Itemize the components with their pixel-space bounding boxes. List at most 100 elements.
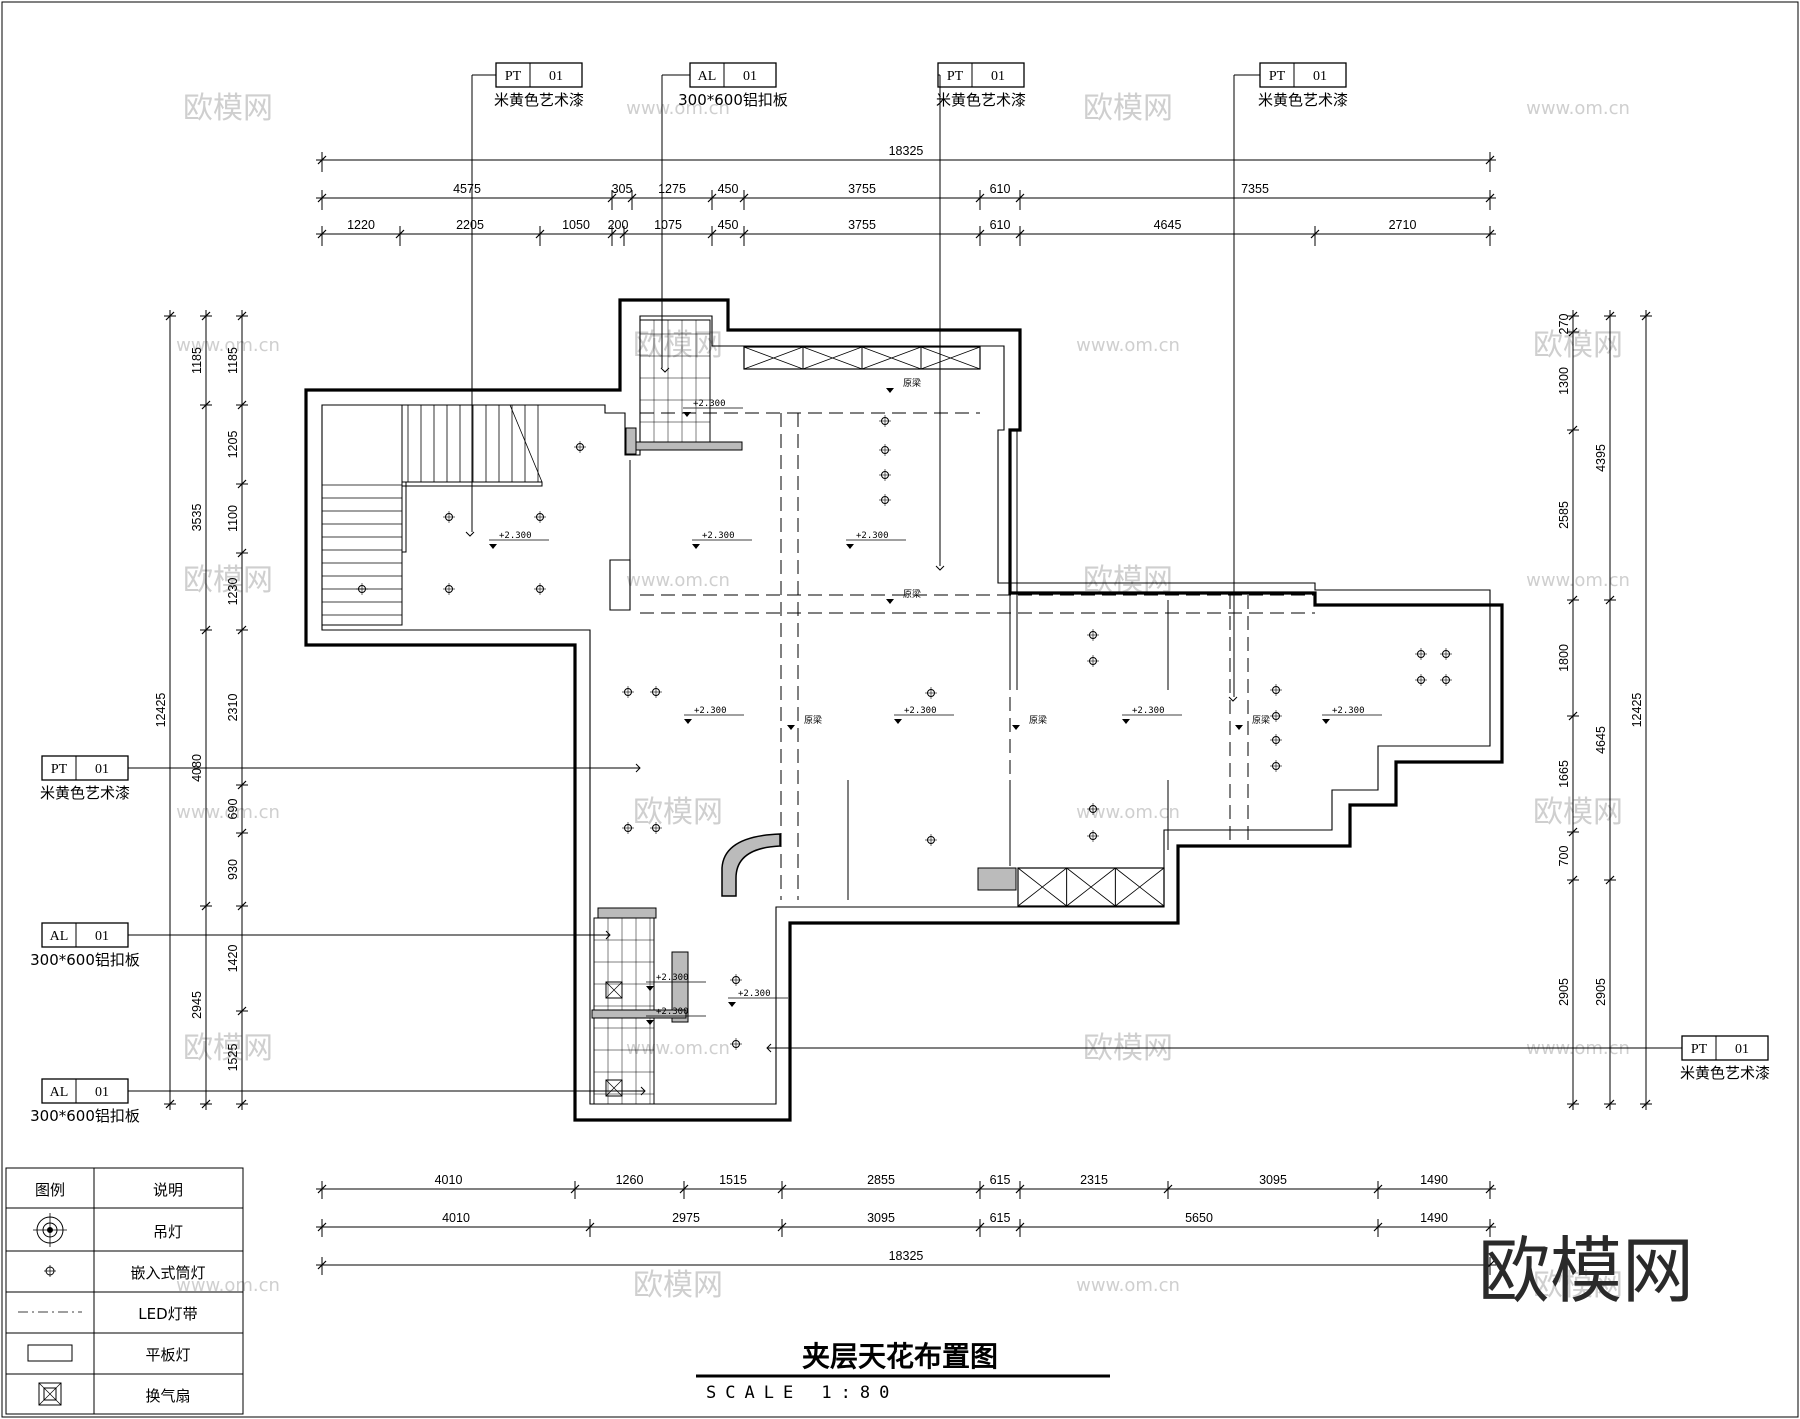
downlight-icon [1270,734,1282,746]
downlight-icon [443,583,455,595]
dimension-value: 2710 [1389,218,1417,232]
dimension-value: 3095 [867,1211,895,1225]
svg-text:300*600铝扣板: 300*600铝扣板 [30,1107,140,1125]
dimension-value: 1665 [1557,760,1571,788]
level-marks: +2.300 +2.300 +2.300 +2.300 +2.300 +2.300 +2.3… [489,399,1382,1025]
downlight-icon [1087,629,1099,641]
dimension-value: 3755 [848,218,876,232]
dimension-value: 2855 [867,1173,895,1187]
watermark-cn: 欧模网 [1533,328,1623,363]
svg-text:01: 01 [549,69,563,84]
dimension-value: 930 [226,859,240,880]
svg-text:01: 01 [1313,69,1327,84]
dimension-value: 1490 [1420,1173,1448,1187]
dimension-value: 1800 [1557,644,1571,672]
level-mark: +2.300 [489,531,549,549]
dimension-value: 200 [608,218,629,232]
dimension-value: 2945 [190,991,204,1019]
watermark-cn: 欧模网 [1533,795,1623,830]
svg-text:+2.300: +2.300 [738,989,771,999]
downlight-icon [534,511,546,523]
watermark-cn: 欧模网 [183,1031,273,1066]
downlight-icon [730,974,742,986]
dimension-value: 4645 [1154,218,1182,232]
dimension-value: 1050 [562,218,590,232]
dimension-value: 4395 [1594,444,1608,472]
curved-wall-arc [721,833,781,897]
watermark-url: www.om.cn [626,98,730,119]
downlight-icon [622,686,634,698]
downlight-icon [879,444,891,456]
svg-text:PT: PT [51,762,68,777]
dimension-value: 1300 [1557,367,1571,395]
panel-strip-bottom [977,867,1165,907]
dimension-chain-v: 4395 4645 2905 [1594,310,1616,1110]
dimension-value: 18325 [889,144,924,158]
watermark-url: www.om.cn [176,1275,280,1296]
svg-text:+2.300: +2.300 [702,531,735,541]
downlight-icon [1415,674,1427,686]
dimension-value: 18325 [889,1249,924,1263]
svg-text:米黄色艺术漆: 米黄色艺术漆 [494,91,584,109]
legend-label-fan: 换气扇 [145,1387,190,1405]
downlight-group [356,415,1452,1050]
level-mark: +2.300 [684,706,744,724]
dimension-value: 1075 [654,218,682,232]
level-mark: +2.300 [692,531,752,549]
svg-text:+2.300: +2.300 [856,531,889,541]
dimension-value: 12425 [154,693,168,728]
dimension-value: 1515 [719,1173,747,1187]
downlight-icon [1440,648,1452,660]
dimension-value: 2205 [456,218,484,232]
svg-text:01: 01 [1735,1042,1749,1057]
downlight-icon [1270,684,1282,696]
downlight-icon [879,469,891,481]
dimension-value: 690 [226,799,240,820]
dimension-value: 610 [990,182,1011,196]
dimension-value: 615 [990,1173,1011,1187]
svg-text:+2.300: +2.300 [1332,706,1365,716]
watermark-cn: 欧模网 [633,795,723,830]
downlight-icon [1270,710,1282,722]
downlight-icon [1415,648,1427,660]
legend-label-pendant: 吊灯 [153,1223,183,1241]
dimension-value: 4010 [435,1173,463,1187]
downlight-icon [879,415,891,427]
downlight-icon [1087,830,1099,842]
legend-table: 图例 说明 吊灯 嵌入式筒灯 LED灯带 平板灯 换气扇 [5,1167,244,1415]
level-mark: +2.300 [646,973,706,991]
watermark-cn: 欧模网 [183,563,273,598]
downlight-icon [1087,655,1099,667]
wall-notch [609,559,631,611]
svg-text:01: 01 [95,929,109,944]
svg-text:+2.300: +2.300 [694,706,727,716]
dimension-value: 7355 [1241,182,1269,196]
dimension-value: 2905 [1594,978,1608,1006]
svg-text:AL: AL [50,929,69,944]
svg-text:原梁: 原梁 [903,588,921,600]
dimension-chain-v: 12425 [1630,310,1652,1110]
level-mark: +2.300 [846,531,906,549]
dimension-value: 4645 [1594,726,1608,754]
panel-light-icon [27,1344,73,1362]
lower-rooms [591,907,689,1105]
level-mark: +2.300 [646,1007,706,1025]
svg-text:原梁: 原梁 [1029,714,1047,726]
level-mark: +2.300 [728,989,788,1007]
dimension-value: 1230 [226,578,240,606]
dimension-value: 1205 [226,431,240,459]
floor-plan: +2.300 +2.300 +2.300 +2.300 +2.300 +2.300 +2.3… [304,298,1504,1122]
svg-text:米黄色艺术漆: 米黄色艺术漆 [1680,1064,1770,1082]
svg-text:+2.300: +2.300 [693,399,726,409]
small-room-top [625,319,743,455]
dimension-value: 4010 [442,1211,470,1225]
